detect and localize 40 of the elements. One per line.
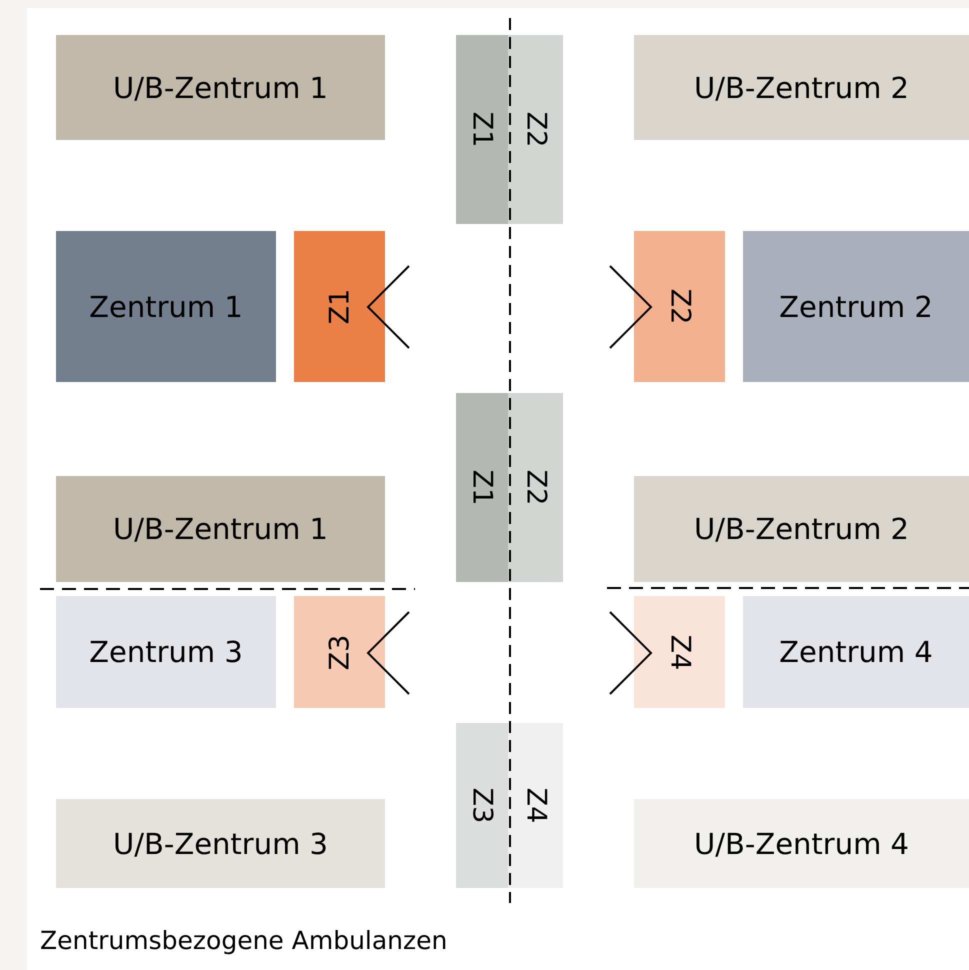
box-label: Z2 [664, 288, 695, 324]
box-label: U/B-Zentrum 3 [112, 826, 328, 860]
zone-box [456, 723, 508, 888]
center-box [743, 231, 969, 382]
zone-box [634, 596, 725, 708]
box-label: Zentrum 4 [779, 635, 933, 669]
box-label: Z1 [324, 288, 355, 324]
box-label: U/B-Zentrum 2 [694, 512, 910, 546]
center-box [634, 35, 969, 140]
box-label: U/B-Zentrum 1 [112, 512, 328, 546]
box-label: U/B-Zentrum 1 [112, 70, 328, 104]
center-box [56, 476, 385, 582]
box-label: Z1 [466, 470, 498, 506]
zone-box [456, 35, 508, 224]
zone-box [508, 393, 563, 582]
zone-box [508, 35, 563, 224]
box-label: Z2 [520, 112, 551, 148]
center-box [56, 231, 276, 382]
center-box [56, 799, 385, 888]
box-label: Z3 [324, 634, 355, 670]
box-label: Zentrum 2 [779, 290, 933, 324]
zone-box [294, 231, 385, 382]
zone-box [634, 231, 725, 382]
box-label: U/B-Zentrum 4 [694, 826, 910, 860]
center-box [56, 35, 385, 140]
zone-box [508, 723, 563, 888]
box-label: Z4 [664, 634, 695, 670]
zone-box [294, 596, 385, 708]
box-label: Zentrum 1 [89, 290, 243, 324]
center-box [743, 596, 969, 708]
box-label: Z4 [520, 788, 551, 824]
center-box [56, 596, 276, 708]
caption: Zentrumsbezogene Ambulanzen [40, 926, 448, 955]
box-label: Z2 [520, 470, 551, 506]
box-label: Zentrum 3 [89, 635, 243, 669]
box-label: Z1 [466, 112, 498, 148]
center-box [634, 476, 969, 582]
box-label: U/B-Zentrum 2 [694, 70, 910, 104]
box-label: Z3 [466, 788, 498, 824]
zone-box [456, 393, 508, 582]
